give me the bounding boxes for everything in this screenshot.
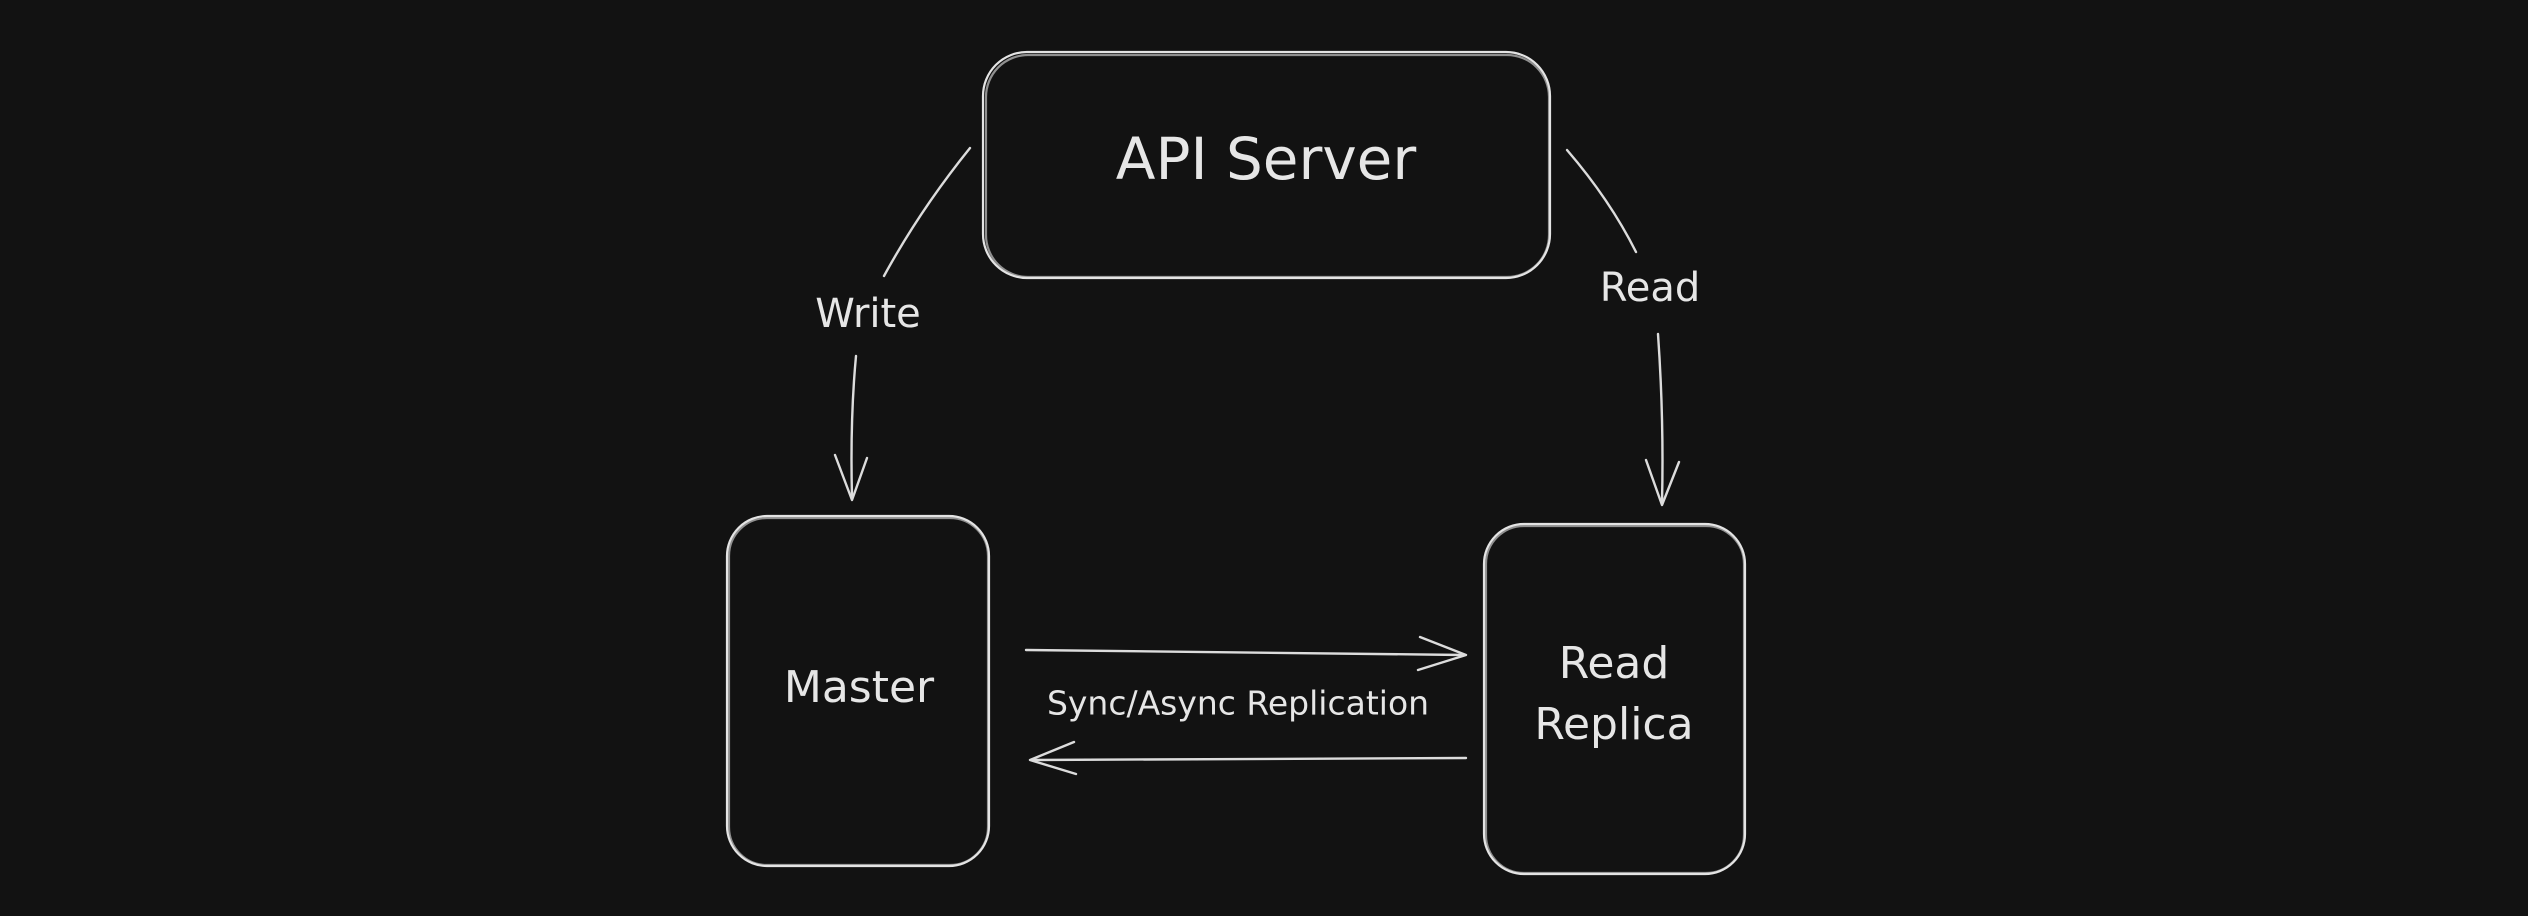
- api-server-node: API Server: [981, 50, 1552, 280]
- read-replica-label-line2: Replica: [1534, 699, 1693, 750]
- master-label: Master: [784, 662, 935, 713]
- read-edge-label: Read: [1600, 265, 1701, 311]
- replication-back-edge: [1028, 740, 1468, 776]
- replication-forward-edge: [1024, 635, 1468, 672]
- write-edge: Write: [815, 146, 972, 502]
- api-server-label: API Server: [1116, 125, 1417, 193]
- read-edge: Read: [1565, 148, 1701, 507]
- read-replica-label-line1: Read: [1559, 638, 1670, 689]
- write-edge-label: Write: [815, 291, 921, 337]
- master-node: Master: [725, 514, 991, 868]
- replication-label: Sync/Async Replication: [1047, 684, 1429, 723]
- read-replica-node: Read Replica: [1482, 522, 1747, 876]
